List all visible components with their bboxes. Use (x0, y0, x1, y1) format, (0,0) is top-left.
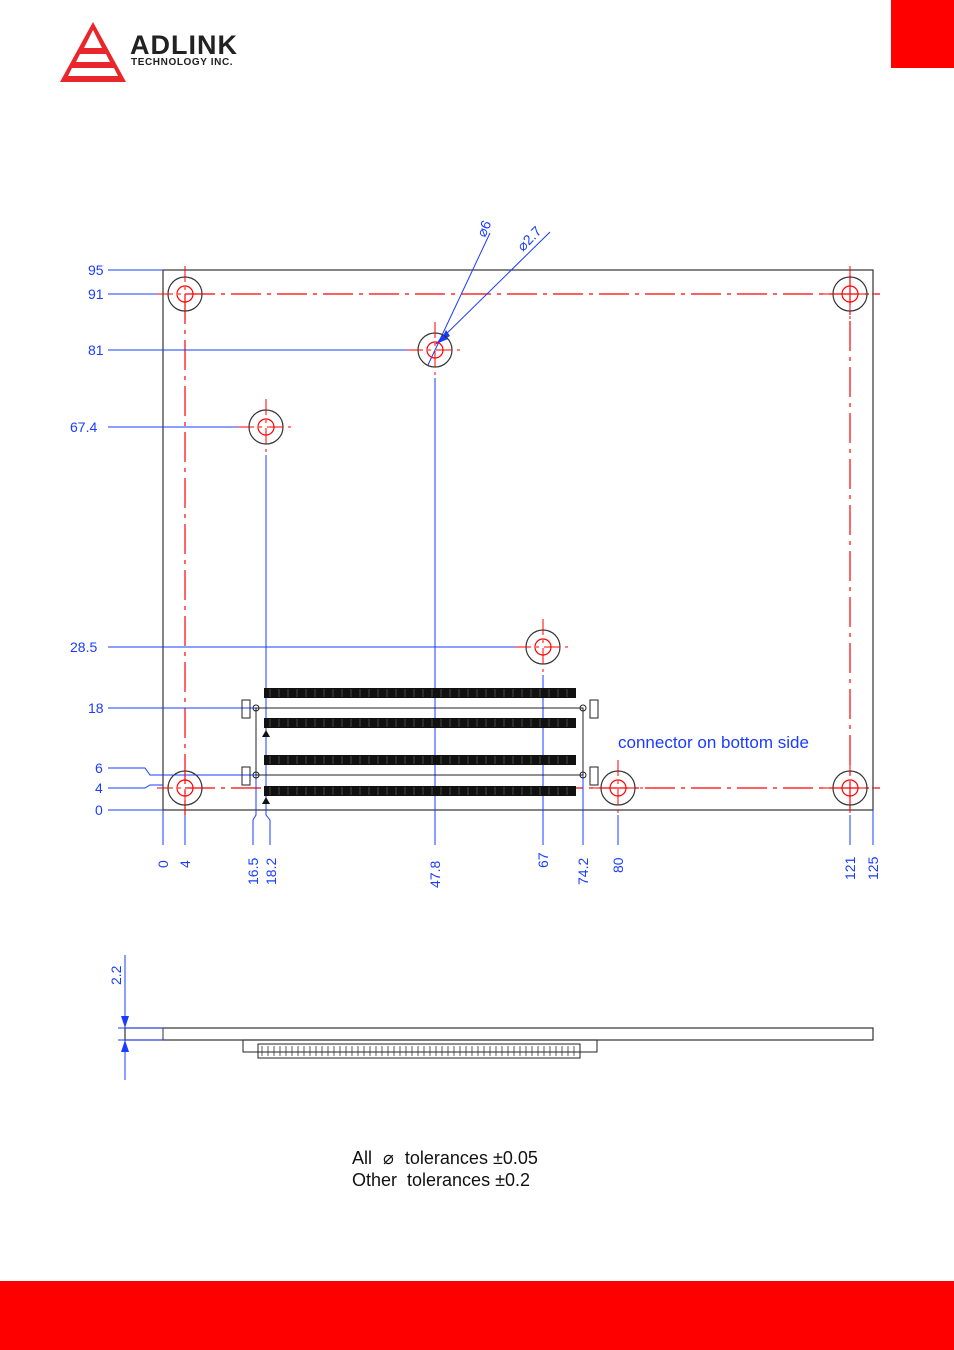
dim-x-4: 4 (177, 860, 193, 868)
tolerance-line-1: All ⌀ tolerances ±0.05 (352, 1148, 538, 1168)
dim-y-91: 91 (88, 286, 104, 302)
dim-x-80: 80 (610, 857, 626, 873)
pin-row-1 (264, 688, 576, 698)
dim-y-6: 6 (95, 760, 103, 776)
dim-x-125: 125 (865, 856, 881, 880)
board-outline (163, 270, 873, 810)
side-arrow-top (121, 1016, 129, 1028)
dim-x-47-8: 47.8 (427, 861, 443, 888)
dim-x-74-2: 74.2 (575, 858, 591, 885)
connector-outline (242, 700, 598, 785)
dim-x-67: 67 (535, 852, 551, 868)
dim-y-95: 95 (88, 262, 104, 278)
side-view (125, 1028, 873, 1058)
side-height-label: 2.2 (108, 965, 124, 985)
dimension-lines-left (108, 270, 515, 810)
hole-diameter-label-2-7: ⌀2.7 (514, 223, 545, 254)
hole-diameter-label-6: ⌀6 (473, 218, 494, 240)
diameter-symbol-icon: ⌀ (383, 1148, 394, 1168)
pin-row-4 (264, 786, 576, 796)
dim-y-4: 4 (95, 780, 103, 796)
dim-x-0: 0 (155, 860, 171, 868)
pin1-marker-bottom (262, 797, 270, 804)
diameter-leaders (428, 232, 550, 365)
pin-row-3 (264, 755, 576, 765)
dim-x-18-2: 18.2 (263, 858, 279, 885)
dim-x-16-5: 16.5 (245, 858, 261, 885)
hole-lower-mid (515, 619, 571, 675)
connector-pin-rows (264, 688, 576, 796)
tolerance-line-2: Other tolerances ±0.2 (352, 1170, 530, 1190)
dim-y-67-4: 67.4 (70, 419, 97, 435)
pin1-marker-top (262, 730, 270, 737)
dim-y-0: 0 (95, 802, 103, 818)
connector-note: connector on bottom side (618, 733, 809, 752)
hole-left-mid (238, 399, 294, 455)
dim-y-18: 18 (88, 700, 104, 716)
pin-row-2 (264, 718, 576, 728)
dim-x-121: 121 (842, 856, 858, 880)
tolerance-diameter-value: tolerances ±0.05 (405, 1148, 538, 1168)
dim-y-81: 81 (88, 342, 104, 358)
dim-y-28-5: 28.5 (70, 639, 97, 655)
side-arrow-bottom (121, 1040, 129, 1052)
tolerance-all: All (352, 1148, 372, 1168)
